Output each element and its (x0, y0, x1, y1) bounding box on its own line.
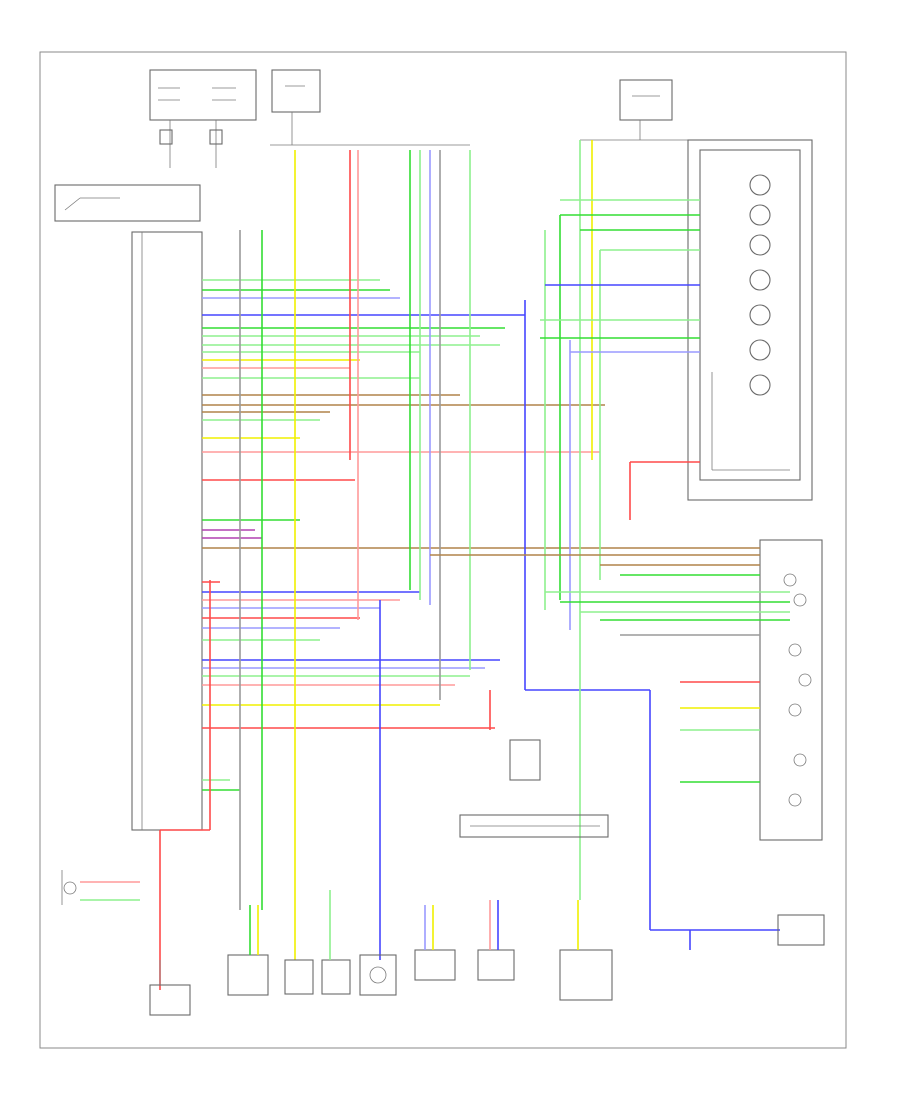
lower-sensor-6 (414, 905, 456, 981)
lower-sensor-7 (477, 900, 515, 981)
transmission-sensor (61, 870, 140, 905)
fuse-box-left (149, 69, 257, 168)
wire-harness (159, 140, 790, 990)
diagram-frame (39, 51, 847, 1049)
lower-sensor-2 (227, 905, 269, 996)
instrument-cluster (687, 139, 813, 501)
shift-position-switch (759, 539, 823, 841)
lower-right-module (689, 914, 825, 950)
lower-sensor-3 (284, 959, 314, 995)
lower-sensor-4 (321, 890, 351, 995)
ignition-switch (54, 184, 201, 222)
lower-sensor-8 (559, 900, 613, 1001)
lower-sensor-5 (359, 954, 397, 996)
junction-block (459, 739, 609, 838)
fuse-box-center (270, 69, 470, 146)
fuse-box-right (580, 79, 690, 141)
lower-sensor-1 (149, 960, 191, 1016)
pcm-connector (131, 231, 203, 831)
